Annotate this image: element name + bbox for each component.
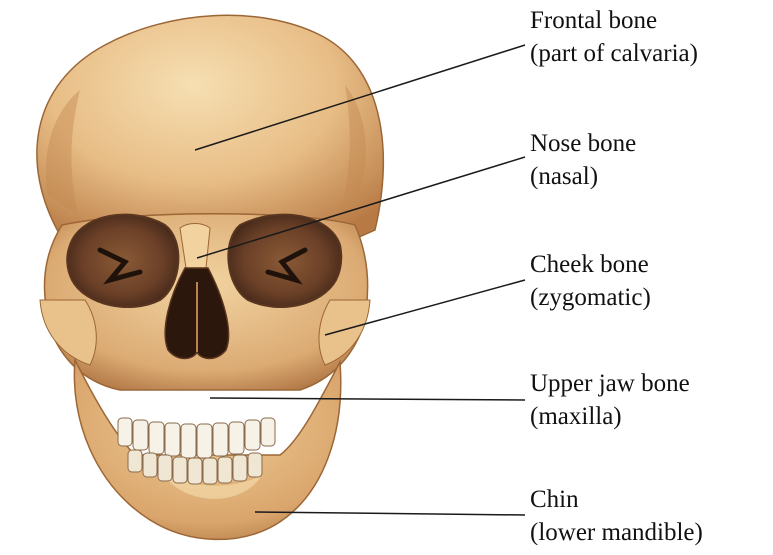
label-nose-detail: (nasal) xyxy=(530,160,636,193)
label-upper-jaw-bone: Upper jaw bone (maxilla) xyxy=(530,367,690,433)
label-frontal-name: Frontal bone xyxy=(530,4,698,37)
label-nose-bone: Nose bone (nasal) xyxy=(530,127,636,193)
label-nose-name: Nose bone xyxy=(530,127,636,160)
leader-line-chin xyxy=(255,512,525,515)
label-chin: Chin (lower mandible) xyxy=(530,483,703,549)
label-chin-detail: (lower mandible) xyxy=(530,516,703,549)
leader-line-maxilla xyxy=(210,398,525,400)
label-cheek-name: Cheek bone xyxy=(530,248,651,281)
label-frontal-detail: (part of calvaria) xyxy=(530,37,698,70)
label-chin-name: Chin xyxy=(530,483,703,516)
label-frontal-bone: Frontal bone (part of calvaria) xyxy=(530,4,698,70)
label-upper-jaw-detail: (maxilla) xyxy=(530,400,690,433)
label-cheek-bone: Cheek bone (zygomatic) xyxy=(530,248,651,314)
label-cheek-detail: (zygomatic) xyxy=(530,281,651,314)
label-upper-jaw-name: Upper jaw bone xyxy=(530,367,690,400)
